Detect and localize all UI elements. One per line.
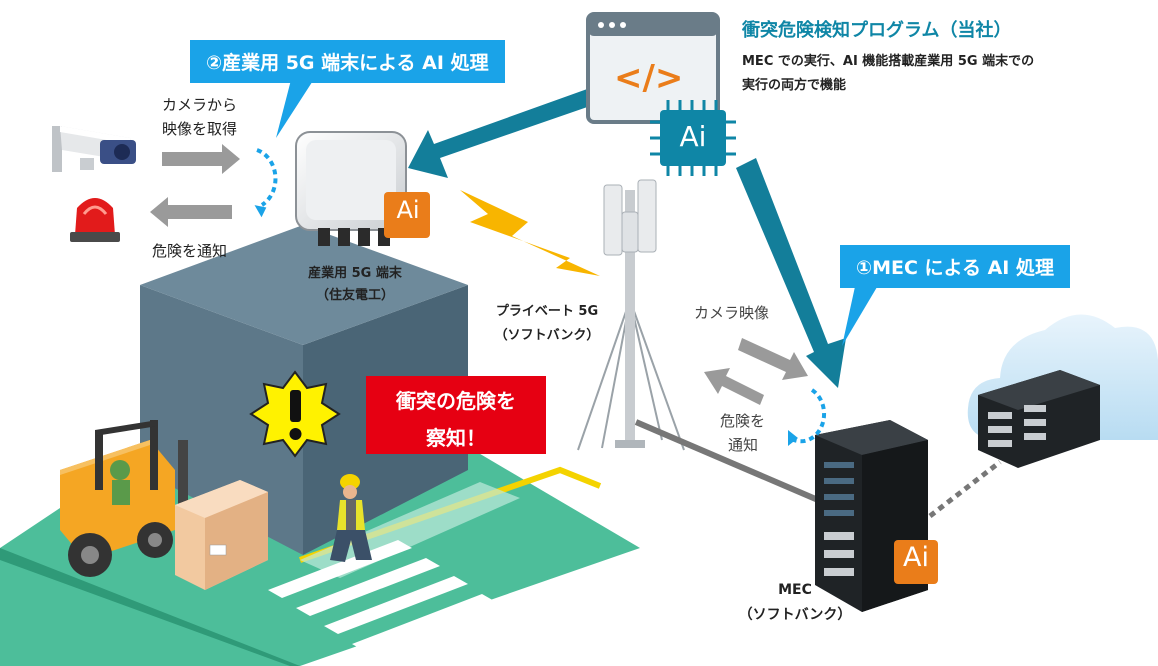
mec-ai-callout: ①MEC による AI 処理 xyxy=(840,245,1070,288)
program-desc-line2: 実行の両方で機能 xyxy=(742,78,847,93)
cell-tower xyxy=(577,179,685,451)
industrial-5g-terminal xyxy=(295,131,430,246)
mec-callout-tail xyxy=(842,282,880,346)
server-icon xyxy=(978,370,1100,468)
program-title: 衝突危険検知プログラム（当社） xyxy=(742,20,1012,41)
code-glyph: </> xyxy=(614,58,684,98)
terminal-callout-tail xyxy=(276,76,316,138)
mec-cloud-link xyxy=(928,460,1002,518)
warning-icon xyxy=(249,370,341,458)
crosswalk xyxy=(268,540,496,652)
program-to-mec-arrow xyxy=(736,158,846,388)
mec-notify-arrow xyxy=(704,368,764,405)
terminal-to-beacon-arrow xyxy=(150,197,232,227)
building-top xyxy=(140,225,468,345)
collision-alert-line1: 衝突の危険を xyxy=(396,389,516,413)
terminal-ai-callout: ②産業用 5G 端末による AI 処理 xyxy=(190,40,505,83)
collision-alert-line2: 察知！ xyxy=(426,426,486,450)
program-to-terminal-arrow xyxy=(408,88,596,178)
mec-notify-label-1: 危険を xyxy=(720,412,766,430)
mec-name: MEC xyxy=(778,582,812,598)
cargo-box xyxy=(175,480,268,590)
warning-beacon-icon xyxy=(70,198,120,242)
ai-chip-icon xyxy=(650,100,736,176)
camera-video-arrow xyxy=(738,338,808,380)
notify-danger-label: 危険を通知 xyxy=(152,242,228,260)
mec-vendor: （ソフトバンク） xyxy=(738,607,852,623)
code-window-icon xyxy=(586,12,720,124)
terminal-ai-badge: Ai xyxy=(396,196,420,224)
mec-notify-label-2: 通知 xyxy=(728,436,759,454)
mec-processing-loop xyxy=(788,388,827,444)
program-desc-line1: MEC での実行、AI 機能搭載産業用 5G 端末での xyxy=(742,54,1035,69)
camera-acquire-label-1: カメラから xyxy=(162,96,238,114)
camera-acquire-label-2: 映像を取得 xyxy=(162,120,238,138)
private-5g-name: プライベート 5G xyxy=(495,304,599,319)
camera-to-terminal-arrow xyxy=(162,144,240,174)
ai-chip-label: Ai xyxy=(679,120,707,153)
terminal-name: 産業用 5G 端末 xyxy=(308,266,402,281)
terminal-vendor: （住友電工） xyxy=(315,288,394,303)
forklift xyxy=(60,420,188,577)
private-5g-vendor: （ソフトバンク） xyxy=(494,328,600,343)
collision-alert: 衝突の危険を 察知！ xyxy=(366,376,546,454)
floor-edge xyxy=(0,548,300,666)
camera-video-label: カメラ映像 xyxy=(694,304,770,322)
terminal-processing-loop xyxy=(256,148,278,207)
mec-ai-badge: Ai xyxy=(903,542,929,573)
mec-server xyxy=(815,420,938,612)
security-camera-icon xyxy=(52,126,136,172)
lightning-icon xyxy=(460,190,600,276)
worker xyxy=(330,474,372,562)
